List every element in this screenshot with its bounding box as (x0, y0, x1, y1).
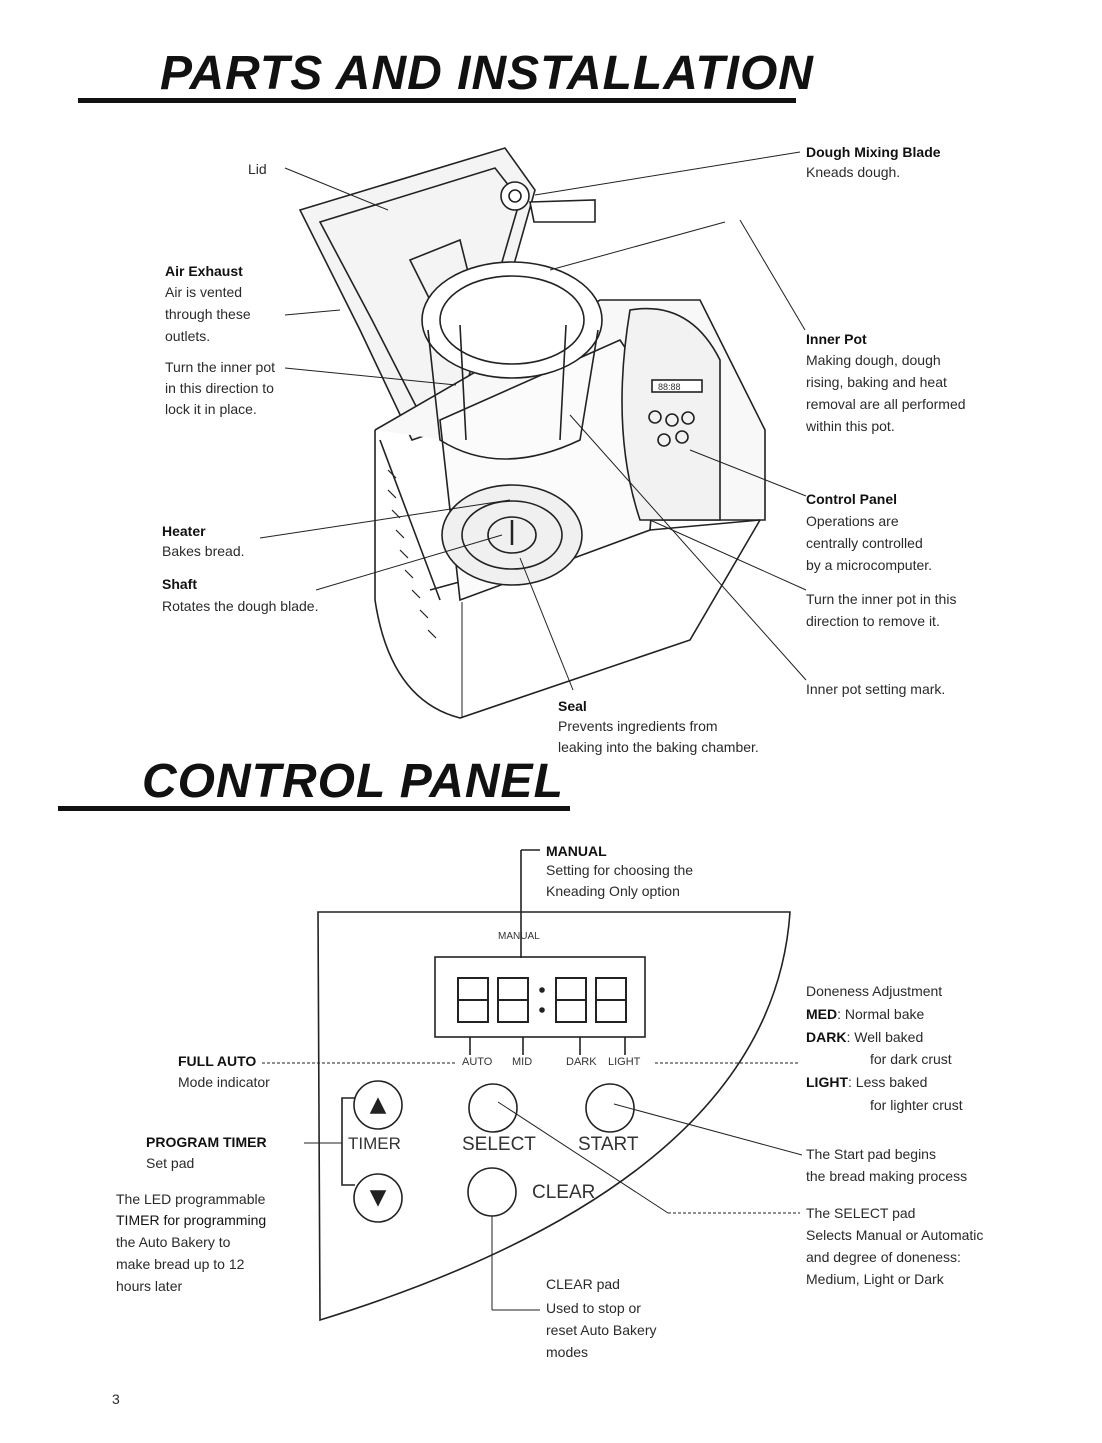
clear-pad-title: CLEAR pad (546, 1276, 620, 1292)
start-label: START (578, 1134, 639, 1155)
control-heading-underline (58, 806, 570, 811)
control-panel-desc-1: Operations are (806, 513, 899, 529)
page-number: 3 (112, 1391, 120, 1407)
seal-desc-1: Prevents ingredients from (558, 718, 718, 734)
heater-desc: Bakes bread. (162, 543, 245, 559)
dough-blade-desc: Kneads dough. (806, 164, 901, 180)
select-pad-desc-1: Selects Manual or Automatic (806, 1227, 984, 1243)
led-text-5: hours later (116, 1278, 183, 1294)
clear-button[interactable] (468, 1168, 516, 1216)
heater-title: Heater (162, 523, 206, 539)
led-text-1: The LED programmable (116, 1191, 266, 1207)
clear-label: CLEAR (532, 1182, 596, 1203)
select-pad-desc-2: and degree of doneness: (806, 1249, 961, 1265)
select-button[interactable] (469, 1084, 517, 1132)
clear-pad-desc-3: modes (546, 1344, 589, 1360)
light-sub: for lighter crust (870, 1097, 963, 1113)
control-heading: CONTROL PANEL (142, 755, 564, 808)
dark-text: : Well baked (846, 1029, 924, 1045)
air-exhaust-title: Air Exhaust (165, 263, 243, 279)
manual-title: MANUAL (546, 843, 607, 859)
lid-label: Lid (248, 161, 267, 177)
indicator-auto: AUTO (462, 1056, 493, 1068)
start-pad-1: The Start pad begins (806, 1146, 936, 1162)
med-key: MED (806, 1006, 838, 1022)
med-line: MED: Normal bake (806, 1005, 924, 1024)
select-pad-desc-3: Medium, Light or Dark (806, 1271, 944, 1287)
mini-display-text: 88:88 (658, 382, 681, 392)
clear-pad-desc-2: reset Auto Bakery (546, 1322, 657, 1338)
timer-up-button[interactable] (354, 1081, 402, 1129)
light-line: LIGHT: Less baked (806, 1073, 927, 1092)
air-exhaust-desc-1: Air is vented (165, 284, 243, 300)
control-panel-desc-2: centrally controlled (806, 535, 923, 551)
parts-heading-underline (78, 98, 796, 103)
parts-heading: PARTS AND INSTALLATION (160, 47, 814, 100)
indicator-dark: DARK (566, 1056, 597, 1068)
panel-display: 88:88 (860, 1390, 863, 1391)
indicator-mid: MID (512, 1056, 533, 1068)
program-timer-title: PROGRAM TIMER (146, 1134, 267, 1150)
inner-pot-desc-1: Making dough, dough (806, 352, 941, 368)
seal-desc-2: leaking into the baking chamber. (558, 739, 759, 755)
med-text: : Normal bake (837, 1006, 925, 1022)
start-pad-2: the bread making process (806, 1168, 968, 1184)
select-label: SELECT (462, 1134, 536, 1155)
manual-desc-2: Kneading Only option (546, 883, 680, 899)
program-timer-desc: Set pad (146, 1155, 195, 1171)
turn-remove-2: direction to remove it. (806, 613, 940, 629)
air-exhaust-desc-3: outlets. (165, 328, 211, 344)
light-text: : Less baked (848, 1074, 928, 1090)
indicator-light: LIGHT (608, 1056, 641, 1068)
control-panel-desc-3: by a microcomputer. (806, 557, 933, 573)
led-text-2: TIMER for programming (116, 1212, 267, 1228)
manual-desc-1: Setting for choosing the (546, 862, 694, 878)
turn-remove-1: Turn the inner pot in this (806, 591, 957, 607)
turn-lock-3: lock it in place. (165, 401, 257, 417)
full-auto-title: FULL AUTO (178, 1053, 257, 1069)
light-key: LIGHT (806, 1074, 848, 1090)
led-text-4: make bread up to 12 (116, 1256, 245, 1272)
doneness-title: Doneness Adjustment (806, 983, 943, 999)
seal-title: Seal (558, 698, 587, 714)
inner-pot-desc-2: rising, baking and heat (806, 374, 947, 390)
dark-line: DARK: Well baked (806, 1028, 923, 1047)
panel-manual-label: MANUAL (498, 931, 540, 942)
inner-pot-desc-3: removal are all performed (806, 396, 966, 412)
air-exhaust-desc-2: through these (165, 306, 251, 322)
timer-down-button[interactable] (354, 1174, 402, 1222)
control-panel-title: Control Panel (806, 491, 898, 507)
full-auto-desc: Mode indicator (178, 1074, 270, 1090)
inner-pot-title: Inner Pot (806, 331, 867, 347)
select-pad-title: The SELECT pad (806, 1205, 916, 1221)
turn-lock-1: Turn the inner pot (165, 359, 275, 375)
setting-mark-label: Inner pot setting mark. (806, 681, 946, 697)
shaft-desc: Rotates the dough blade. (162, 598, 319, 614)
led-text-3: the Auto Bakery to (116, 1234, 231, 1250)
timer-label: TIMER (348, 1134, 401, 1153)
dark-key: DARK (806, 1029, 847, 1045)
dark-sub: for dark crust (870, 1051, 952, 1067)
turn-lock-2: in this direction to (165, 380, 274, 396)
shaft-title: Shaft (162, 576, 197, 592)
start-button[interactable] (586, 1084, 634, 1132)
inner-pot-desc-4: within this pot. (806, 418, 895, 434)
dough-blade-title: Dough Mixing Blade (806, 144, 941, 160)
clear-pad-desc-1: Used to stop or (546, 1300, 641, 1316)
